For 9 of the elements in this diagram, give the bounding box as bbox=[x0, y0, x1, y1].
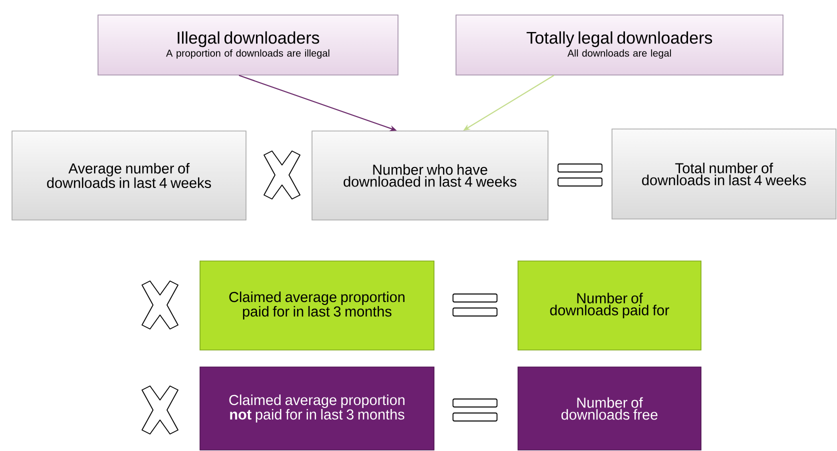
process-box: Average number of downloads in last 4 weeks bbox=[12, 130, 246, 220]
process-box: Number who have downloaded in last 4 weeks bbox=[312, 130, 548, 220]
process-box: Number of downloads paid for bbox=[518, 260, 702, 350]
process-box: Claimed average proportion not paid for in last 3 months bbox=[200, 366, 434, 450]
callout-box: Illegal downloaders A proportion of downloads are illegal bbox=[98, 14, 398, 76]
process-box: Claimed average proportion paid for in last 3 months bbox=[200, 260, 434, 350]
callout-box: Totally legal downloaders All downloads are legal bbox=[456, 14, 784, 76]
process-box: Number of downloads free bbox=[518, 366, 702, 450]
process-box: Total number of downloads in last 4 weeks bbox=[612, 128, 836, 220]
